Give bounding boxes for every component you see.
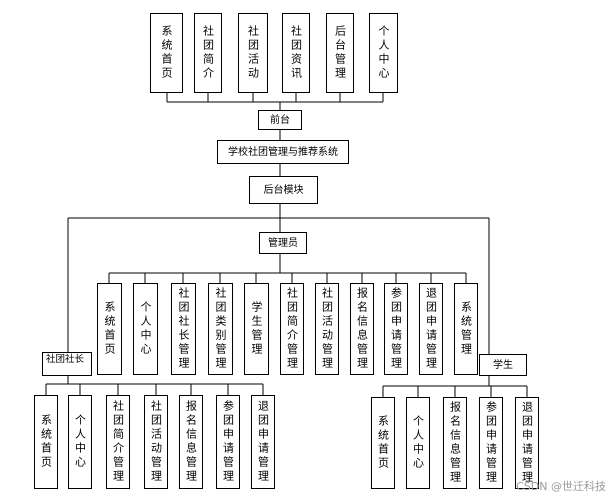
admin-module-leave-request-mgmt: 退团申请管理 (419, 283, 443, 375)
student-module-personal-center: 个人中心 (406, 397, 430, 489)
admin-module-club-activity-mgmt: 社团活动管理 (315, 283, 339, 375)
system-title-node: 学校社团管理与推荐系统 (217, 140, 349, 164)
president-module-registration-mgmt: 报名信息管理 (179, 395, 203, 489)
admin-module-join-request-mgmt: 参团申请管理 (384, 283, 408, 375)
frontend-module-system-home: 系统首页 (150, 13, 183, 93)
frontend-module-club-activities: 社团活动 (238, 13, 268, 93)
admin-module-category-mgmt: 社团类别管理 (208, 283, 233, 375)
admin-module-registration-mgmt: 报名信息管理 (350, 283, 374, 375)
president-module-club-activity-mgmt: 社团活动管理 (144, 395, 168, 489)
president-module-join-request-mgmt: 参团申请管理 (216, 395, 240, 489)
student-module-join-request-mgmt: 参团申请管理 (479, 397, 503, 489)
admin-module-student-mgmt: 学生管理 (244, 283, 269, 375)
student-node: 学生 (479, 354, 527, 376)
admin-node: 管理员 (259, 232, 307, 254)
admin-module-president-mgmt: 社团社长管理 (171, 283, 196, 375)
club-president-node: 社团社长 (42, 352, 92, 376)
president-module-system-home: 系统首页 (34, 395, 58, 489)
student-module-system-home: 系统首页 (371, 397, 395, 489)
frontend-module-club-news: 社团资讯 (282, 13, 310, 93)
frontend-module-personal-center: 个人中心 (369, 13, 398, 93)
president-module-personal-center: 个人中心 (68, 395, 92, 489)
frontend-module-club-intro: 社团简介 (194, 13, 222, 93)
backend-module-node: 后台模块 (249, 176, 318, 204)
frontend-module-backend-admin: 后台管理 (326, 13, 354, 93)
admin-module-system-home: 系统首页 (97, 283, 122, 375)
president-module-leave-request-mgmt: 退团申请管理 (251, 395, 275, 489)
admin-module-personal-center: 个人中心 (133, 283, 158, 375)
csdn-watermark: CSDN @世迁科技 (516, 480, 606, 493)
admin-module-club-intro-mgmt: 社团简介管理 (280, 283, 304, 375)
admin-module-system-mgmt: 系统管理 (454, 283, 478, 375)
student-module-registration-mgmt: 报名信息管理 (443, 397, 467, 489)
president-module-club-intro-mgmt: 社团简介管理 (106, 395, 130, 489)
frontend-node: 前台 (258, 110, 302, 130)
student-module-leave-request-mgmt: 退团申请管理 (515, 397, 539, 489)
